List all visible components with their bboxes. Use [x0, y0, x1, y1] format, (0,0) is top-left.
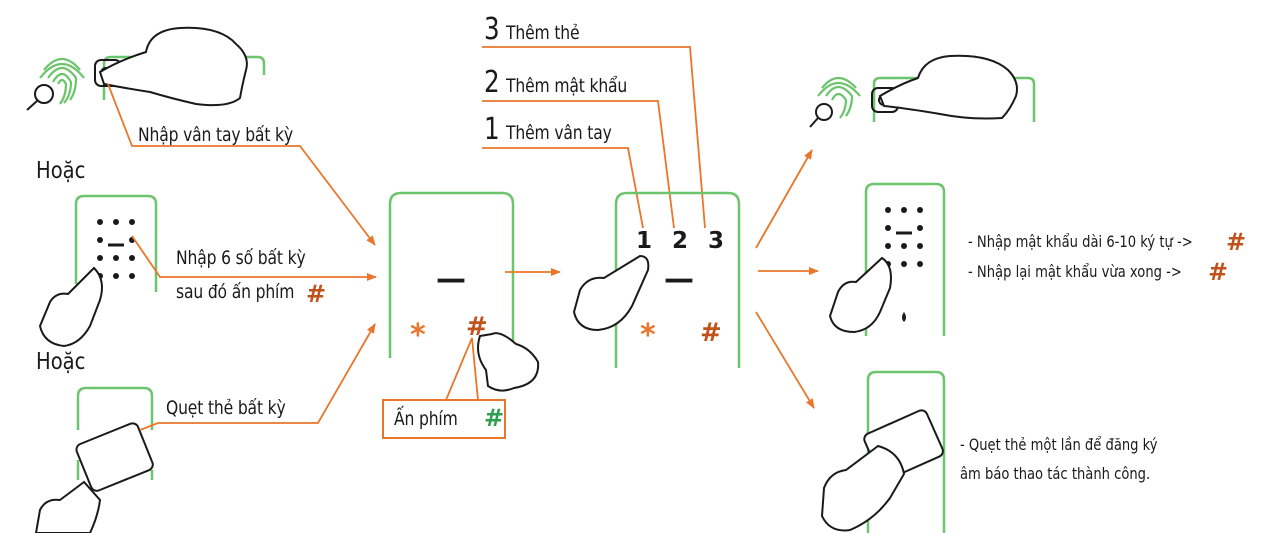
lock1-hash-key: # — [466, 312, 488, 342]
or-label-1: Hoặc — [36, 158, 86, 184]
card-note-line1: - Quẹt thẻ một lần để đăng ký — [960, 435, 1158, 454]
lock1-display-dash: — — [436, 262, 466, 297]
card-reader-icon — [76, 386, 154, 480]
hand-icon — [878, 54, 1018, 120]
password-note-line1: - Nhập mật khẩu dài 6-10 ký tự -> — [968, 232, 1193, 251]
hand-icon — [828, 256, 892, 334]
connector-callout — [445, 337, 479, 401]
hand-icon — [477, 332, 540, 392]
connector-code — [131, 235, 377, 281]
lock1-star-key: * — [410, 318, 426, 353]
card-reader-icon — [866, 370, 946, 533]
code-label-line2: sau đó ấn phím — [176, 281, 295, 303]
fingerprint-label: Nhập vân tay bất kỳ — [138, 124, 293, 146]
menu-connectors — [482, 46, 706, 229]
callout-label: Ấn phím — [394, 408, 458, 430]
lock2-display-dash: — — [664, 262, 694, 297]
password-hash-1: # — [1226, 228, 1247, 256]
hand-icon — [38, 266, 103, 348]
lock-panel-2 — [614, 191, 741, 368]
password-note-line2: - Nhập lại mật khẩu vừa xong -> — [968, 262, 1182, 281]
password-hash-2: # — [1208, 258, 1229, 286]
connector-card — [139, 323, 376, 431]
connector-fingerprint — [107, 83, 376, 246]
code-label-line1: Nhập 6 số bất kỳ — [176, 247, 306, 269]
lock2-hash-key: # — [700, 318, 722, 348]
lock2-star-key: * — [640, 318, 656, 353]
card-note-line2: âm báo thao tác thành công. — [960, 464, 1151, 483]
or-label-2: Hoặc — [36, 349, 86, 375]
magnifier-icon — [26, 84, 54, 111]
lock-panel-1 — [388, 191, 515, 358]
card-label: Quẹt thẻ bất kỳ — [166, 397, 286, 419]
lock2-keys-123: 1 2 3 — [636, 228, 731, 254]
hand-icon — [572, 254, 650, 332]
hand-icon — [34, 480, 102, 533]
fingerprint-icon — [817, 76, 861, 119]
card-icon — [75, 422, 154, 492]
hand-icon — [820, 444, 906, 532]
magnifier-icon — [809, 103, 833, 128]
hash-key-symbol: # — [306, 280, 327, 308]
callout-hash: # — [484, 404, 505, 432]
press-hash-callout: Ấn phím # — [382, 399, 506, 439]
hand-icon — [98, 26, 248, 107]
connector-right — [755, 149, 819, 409]
